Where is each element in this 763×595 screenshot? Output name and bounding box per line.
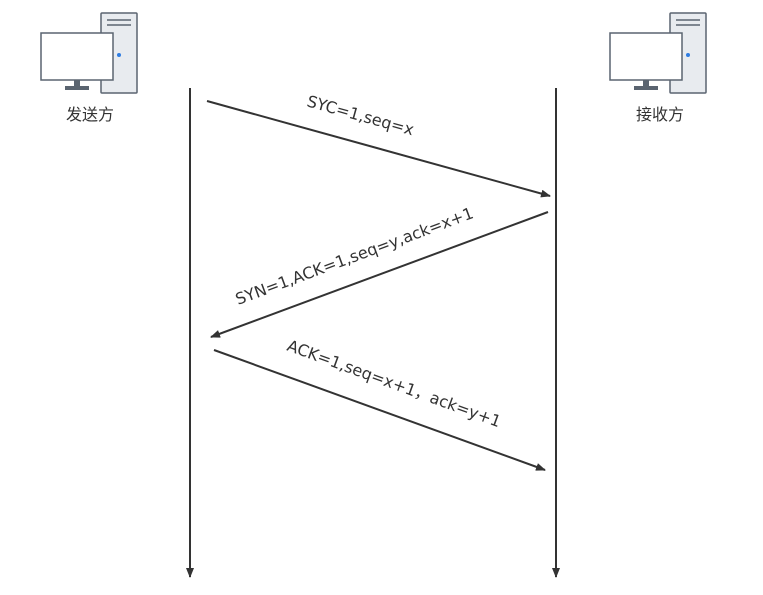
receiver-computer-icon <box>609 12 707 94</box>
message-arrow-syn-ack <box>210 211 549 338</box>
sender-computer-icon <box>40 12 138 94</box>
sender-label: 发送方 <box>66 105 114 124</box>
message-arrow-syn <box>206 100 551 198</box>
message-arrow-ack <box>213 349 546 471</box>
message-label-ack: ACK=1,seq=x+1，ack=y+1 <box>285 336 504 431</box>
receiver-label: 接收方 <box>636 105 684 124</box>
message-label-syn-ack: SYN=1,ACK=1,seq=y,ack=x+1 <box>233 203 476 308</box>
